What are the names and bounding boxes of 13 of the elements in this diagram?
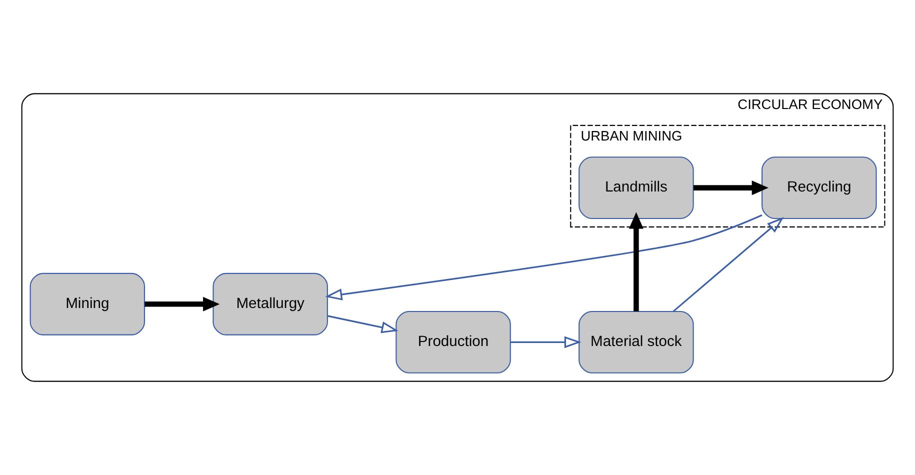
node-box: Production bbox=[396, 311, 511, 374]
arrow bbox=[327, 315, 398, 334]
node-box: Recycling bbox=[762, 156, 877, 219]
arrow bbox=[325, 214, 762, 300]
arrow bbox=[693, 180, 768, 196]
arrow bbox=[144, 296, 220, 312]
node-box: Landmills bbox=[578, 156, 694, 219]
arrow bbox=[628, 212, 644, 312]
node-box: Metallurgy bbox=[212, 272, 328, 336]
arrow bbox=[672, 217, 784, 312]
node-box: Material stock bbox=[578, 311, 694, 374]
arrow bbox=[510, 336, 582, 348]
node-box: Mining bbox=[30, 272, 146, 336]
